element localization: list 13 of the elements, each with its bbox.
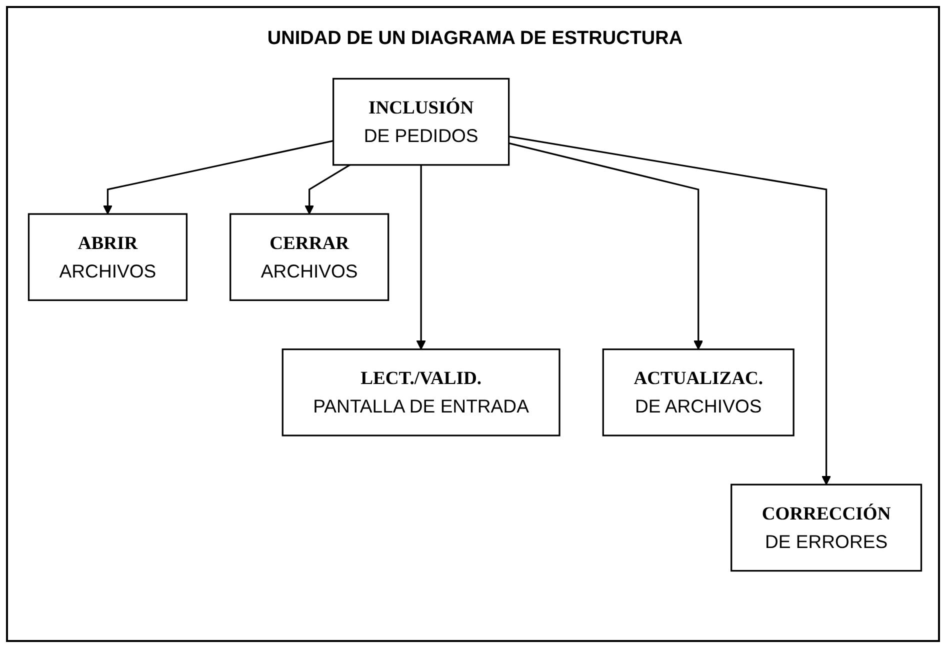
node-box xyxy=(332,78,510,166)
arrow xyxy=(304,164,350,214)
node-box xyxy=(730,484,922,572)
arrow xyxy=(102,140,334,214)
diagram-title: UNIDAD DE UN DIAGRAMA DE ESTRUCTURA xyxy=(266,28,684,50)
node-box xyxy=(28,213,188,302)
structure-diagram: INCLUSIÓN DE PEDIDOS ABRIR ARCHIVOS CERRAR ARCHIVOS LECT./VALID. PANTALLA DE ENTRADA ACTUALIZAC. DE ARCHIVOS CORRECCIÓN DE ERRORES xyxy=(20,70,930,580)
arrow xyxy=(508,142,704,350)
node-box xyxy=(282,348,560,436)
arrow xyxy=(508,136,832,486)
node-box xyxy=(230,213,390,302)
arrow xyxy=(416,164,426,350)
node-box xyxy=(602,348,794,436)
